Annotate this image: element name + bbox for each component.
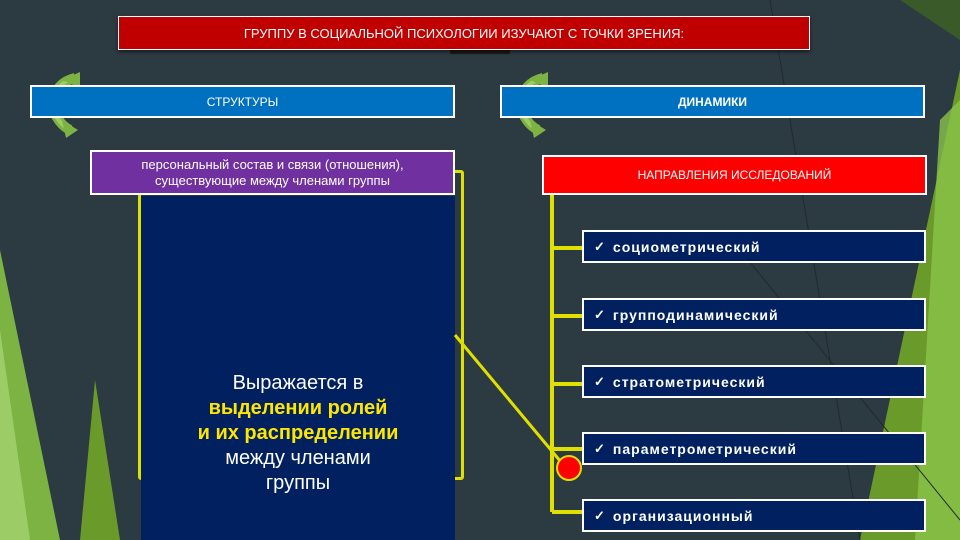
direction-item-label: параметрометрический bbox=[612, 440, 797, 457]
check-mark-icon: ✓ bbox=[594, 238, 606, 254]
role-line: группы bbox=[265, 471, 331, 494]
connector-line bbox=[453, 334, 568, 469]
direction-item: ✓ параметрометрический bbox=[582, 432, 926, 465]
green-triangle-left-light bbox=[0, 330, 30, 540]
structure-panel bbox=[141, 196, 455, 540]
role-description: Выражается в выделении ролей и их распре… bbox=[141, 368, 455, 498]
green-triangle-top bbox=[900, 0, 960, 40]
directions-header: НАПРАВЛЕНИЯ ИССЛЕДОВАНИЙ bbox=[542, 155, 927, 195]
direction-item: ✓ организационный bbox=[582, 499, 926, 532]
role-line: Выражается в bbox=[232, 371, 364, 394]
check-mark-icon: ✓ bbox=[594, 440, 606, 456]
direction-item-label: социометрический bbox=[612, 238, 761, 255]
check-mark-icon: ✓ bbox=[594, 373, 606, 389]
role-line-highlight: выделении ролей bbox=[208, 396, 388, 419]
green-triangle-left-2 bbox=[80, 380, 120, 540]
dynamics-header: ДИНАМИКИ bbox=[500, 85, 925, 118]
green-triangle-right-light bbox=[915, 100, 960, 540]
direction-item: ✓ социометрический bbox=[582, 230, 926, 263]
direction-item: ✓ стратометрический bbox=[582, 365, 926, 398]
role-line: между членами bbox=[225, 446, 371, 469]
connector-dot bbox=[556, 455, 582, 481]
check-mark-icon: ✓ bbox=[594, 507, 606, 523]
role-line-highlight: и их распределении bbox=[197, 421, 399, 444]
page-title: ГРУППУ В СОЦИАЛЬНОЙ ПСИХОЛОГИИ ИЗУЧАЮТ С… bbox=[118, 16, 810, 50]
direction-item-label: стратометрический bbox=[612, 373, 766, 390]
composition-box: персональный состав и связи (отношения),… bbox=[90, 150, 455, 195]
direction-item-label: организационный bbox=[612, 507, 754, 524]
check-mark-icon: ✓ bbox=[594, 306, 606, 322]
direction-item: ✓ групподинамический bbox=[582, 298, 926, 331]
structure-header: СТРУКТУРЫ bbox=[30, 85, 455, 118]
direction-item-label: групподинамический bbox=[612, 306, 779, 323]
